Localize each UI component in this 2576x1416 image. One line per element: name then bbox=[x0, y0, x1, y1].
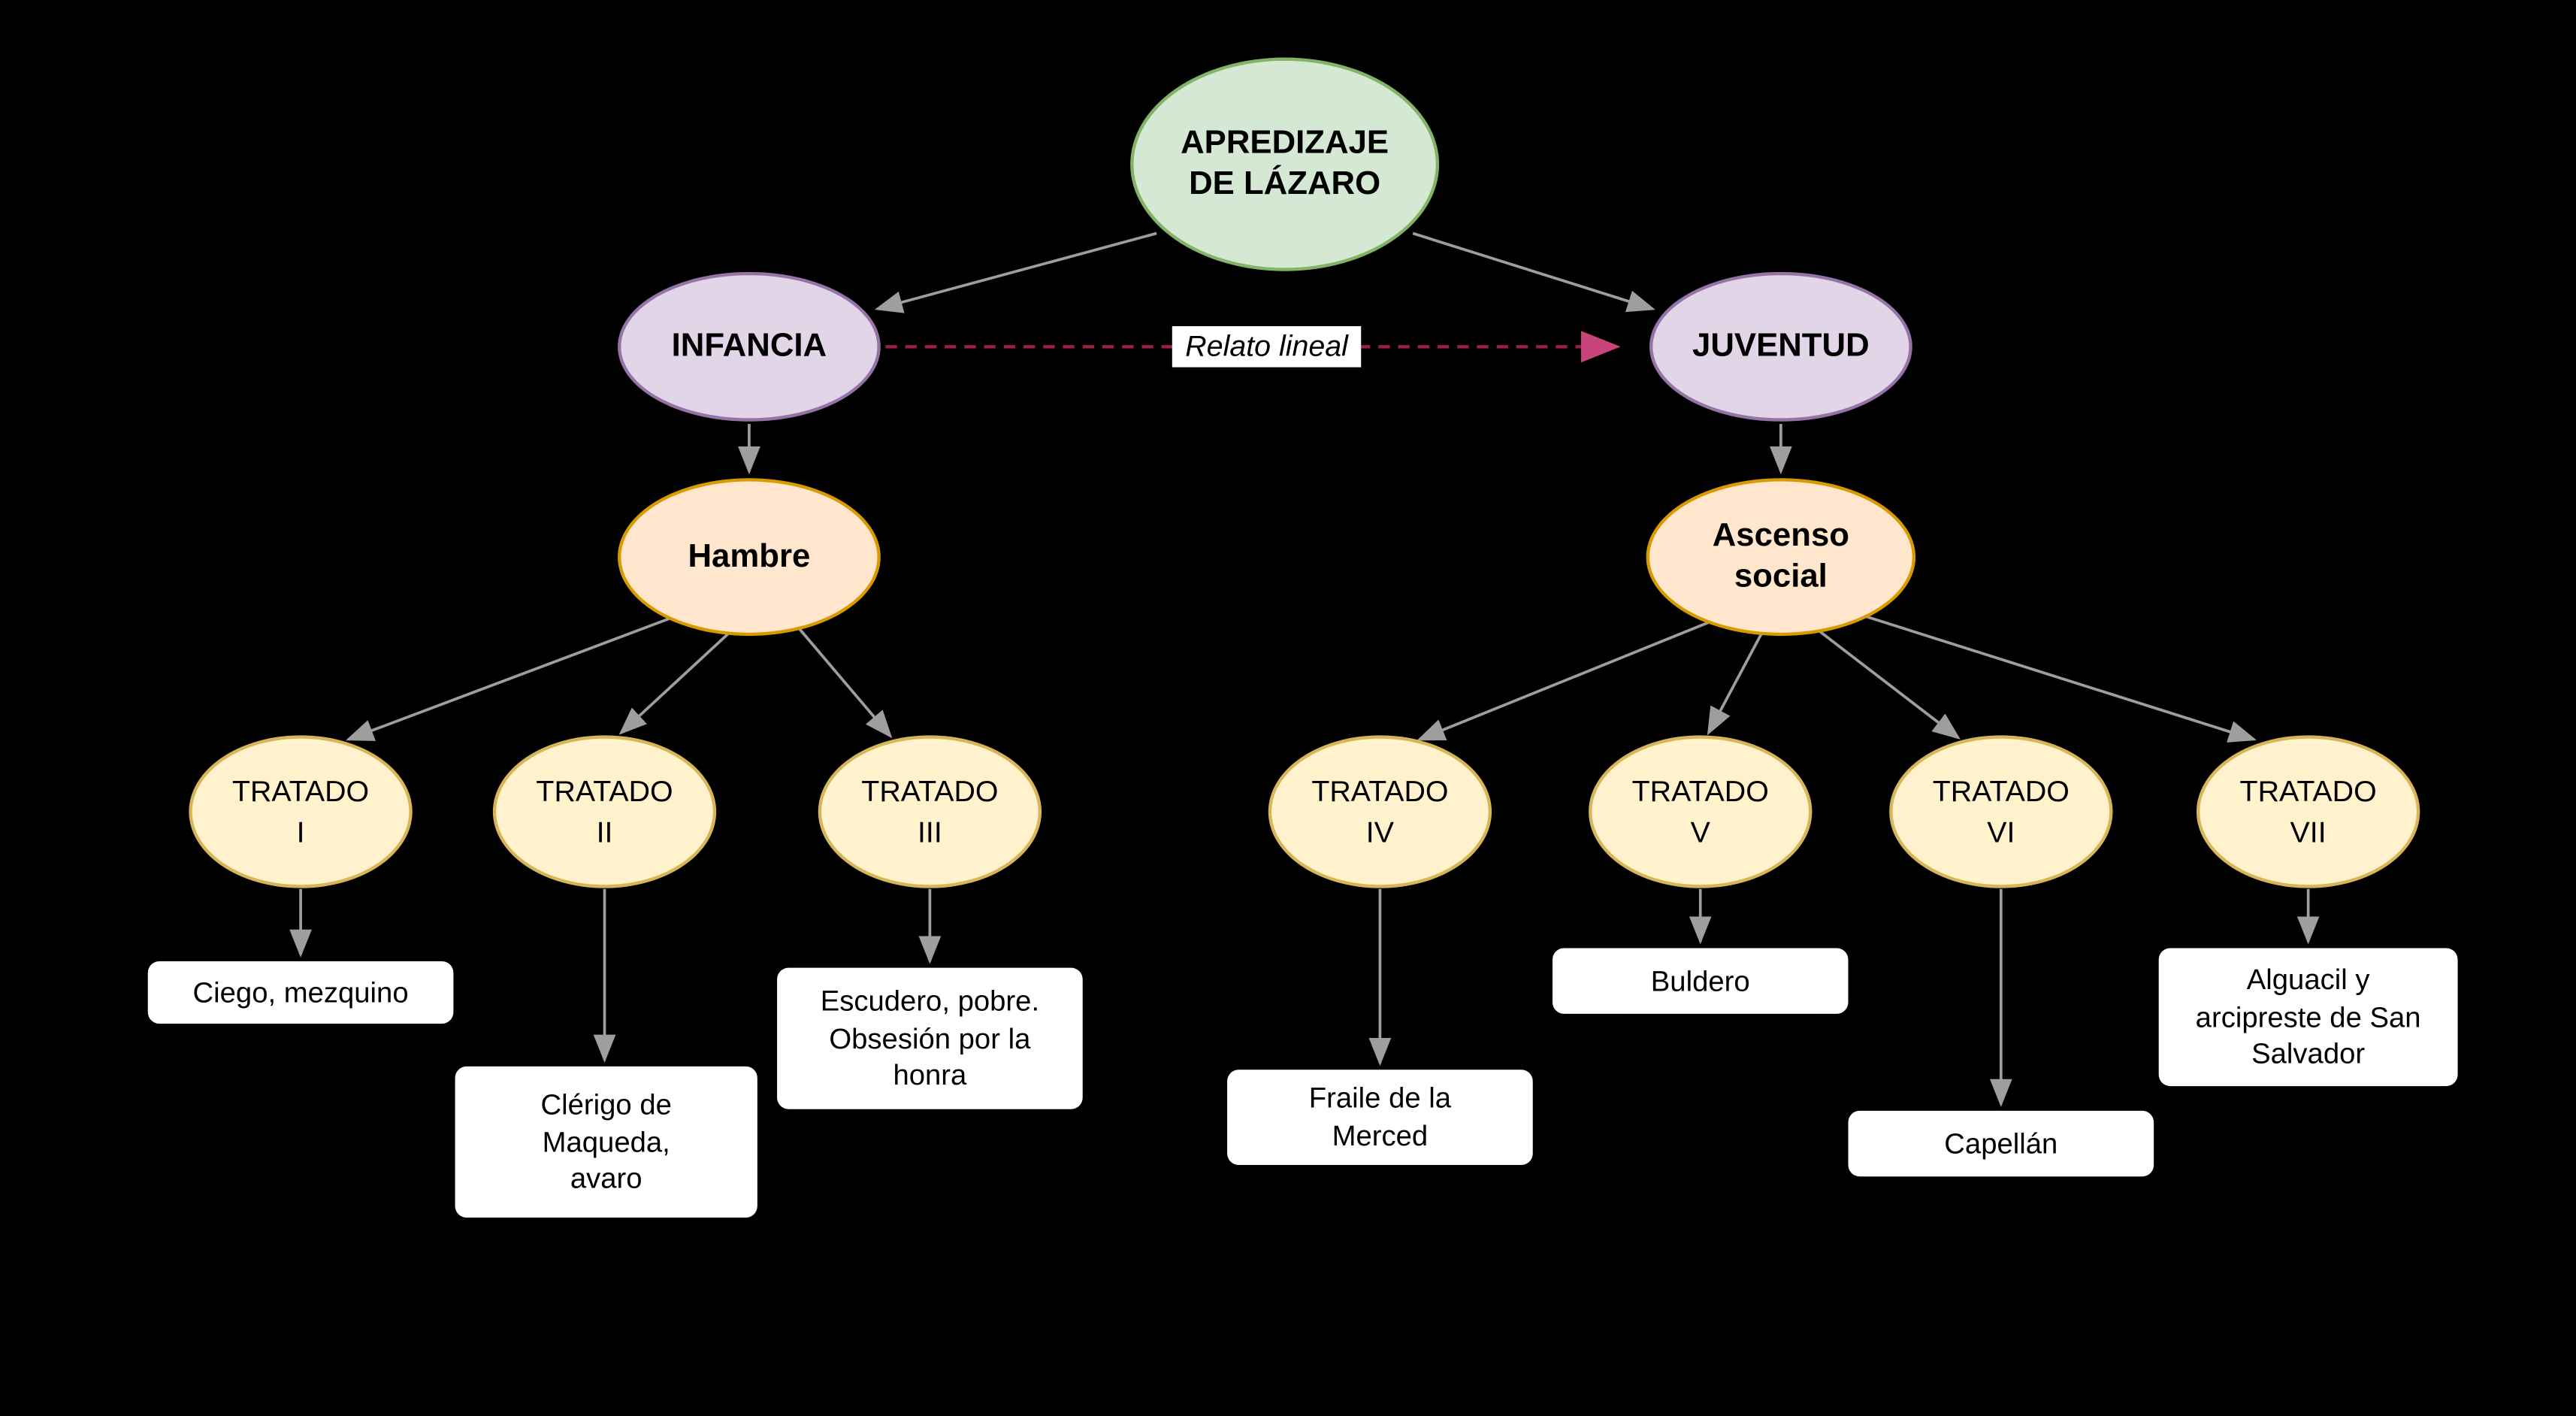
node-tratado-5: TRATADO V bbox=[1589, 735, 1813, 888]
relato-lineal-label: Relato lineal bbox=[1172, 325, 1362, 368]
node-tratado-6-label: TRATADO VI bbox=[1932, 775, 2070, 849]
note-tratado-2-text: Clérigo de Maqueda, avaro bbox=[540, 1088, 672, 1196]
node-ascenso-social-label: Ascenso social bbox=[1712, 517, 1850, 595]
arrow-hambre-tratado-1 bbox=[346, 613, 681, 741]
note-tratado-3: Escudero, pobre. Obsesión por la honra bbox=[777, 967, 1083, 1109]
node-infancia-label: INFANCIA bbox=[671, 328, 827, 365]
note-tratado-1-text: Ciego, mezquino bbox=[192, 975, 409, 1009]
note-tratado-5: Buldero bbox=[1552, 948, 1849, 1014]
arrow-ascenso-tratado-5 bbox=[1707, 634, 1763, 736]
note-tratado-1: Ciego, mezquino bbox=[147, 961, 454, 1024]
arrow-ascenso-tratado-6 bbox=[1816, 628, 1961, 740]
node-ascenso-social: Ascenso social bbox=[1646, 478, 1916, 637]
note-tratado-4-text: Fraile de la Merced bbox=[1308, 1082, 1452, 1152]
node-tratado-1: TRATADO I bbox=[189, 735, 413, 888]
arrow-hambre-tratado-2 bbox=[618, 631, 730, 735]
node-tratado-4-label: TRATADO IV bbox=[1311, 775, 1449, 849]
note-tratado-6-text: Capellán bbox=[1944, 1126, 2058, 1160]
node-infancia: INFANCIA bbox=[618, 271, 881, 422]
note-tratado-7-text: Alguacil y arcipreste de San Salvador bbox=[2195, 962, 2421, 1071]
arrow-root-juventud bbox=[1412, 231, 1655, 313]
node-tratado-4: TRATADO IV bbox=[1268, 735, 1492, 888]
node-root-label: APREDIZAJE DE LÁZARO bbox=[1181, 125, 1389, 202]
node-tratado-7-label: TRATADO VII bbox=[2239, 775, 2377, 849]
node-juventud-label: JUVENTUD bbox=[1692, 328, 1870, 365]
note-tratado-5-text: Buldero bbox=[1650, 964, 1750, 997]
arrow-ascenso-tratado-4 bbox=[1416, 619, 1713, 741]
node-hambre: Hambre bbox=[618, 478, 881, 637]
arrow-hambre-tratado-3 bbox=[797, 626, 893, 739]
node-hambre-label: Hambre bbox=[688, 537, 811, 575]
node-tratado-2: TRATADO II bbox=[492, 735, 717, 888]
note-tratado-3-text: Escudero, pobre. Obsesión por la honra bbox=[820, 984, 1040, 1092]
note-tratado-2: Clérigo de Maqueda, avaro bbox=[455, 1066, 757, 1218]
arrow-root-infancia bbox=[874, 231, 1157, 313]
arrow-ascenso-tratado-7 bbox=[1859, 613, 2257, 743]
node-tratado-2-label: TRATADO II bbox=[536, 775, 673, 849]
node-root: APREDIZAJE DE LÁZARO bbox=[1130, 57, 1440, 271]
note-tratado-7: Alguacil y arcipreste de San Salvador bbox=[2158, 948, 2458, 1087]
node-tratado-5-label: TRATADO V bbox=[1631, 775, 1769, 849]
node-tratado-6: TRATADO VI bbox=[1889, 735, 2113, 888]
node-tratado-1-label: TRATADO I bbox=[231, 775, 370, 849]
relato-lineal-text: Relato lineal bbox=[1185, 329, 1348, 363]
note-tratado-6: Capellán bbox=[1848, 1110, 2154, 1177]
node-tratado-7: TRATADO VII bbox=[2196, 735, 2420, 888]
node-juventud: JUVENTUD bbox=[1649, 271, 1912, 422]
node-tratado-3-label: TRATADO III bbox=[861, 775, 999, 849]
node-tratado-3: TRATADO III bbox=[818, 735, 1042, 888]
note-tratado-4: Fraile de la Merced bbox=[1227, 1070, 1533, 1166]
